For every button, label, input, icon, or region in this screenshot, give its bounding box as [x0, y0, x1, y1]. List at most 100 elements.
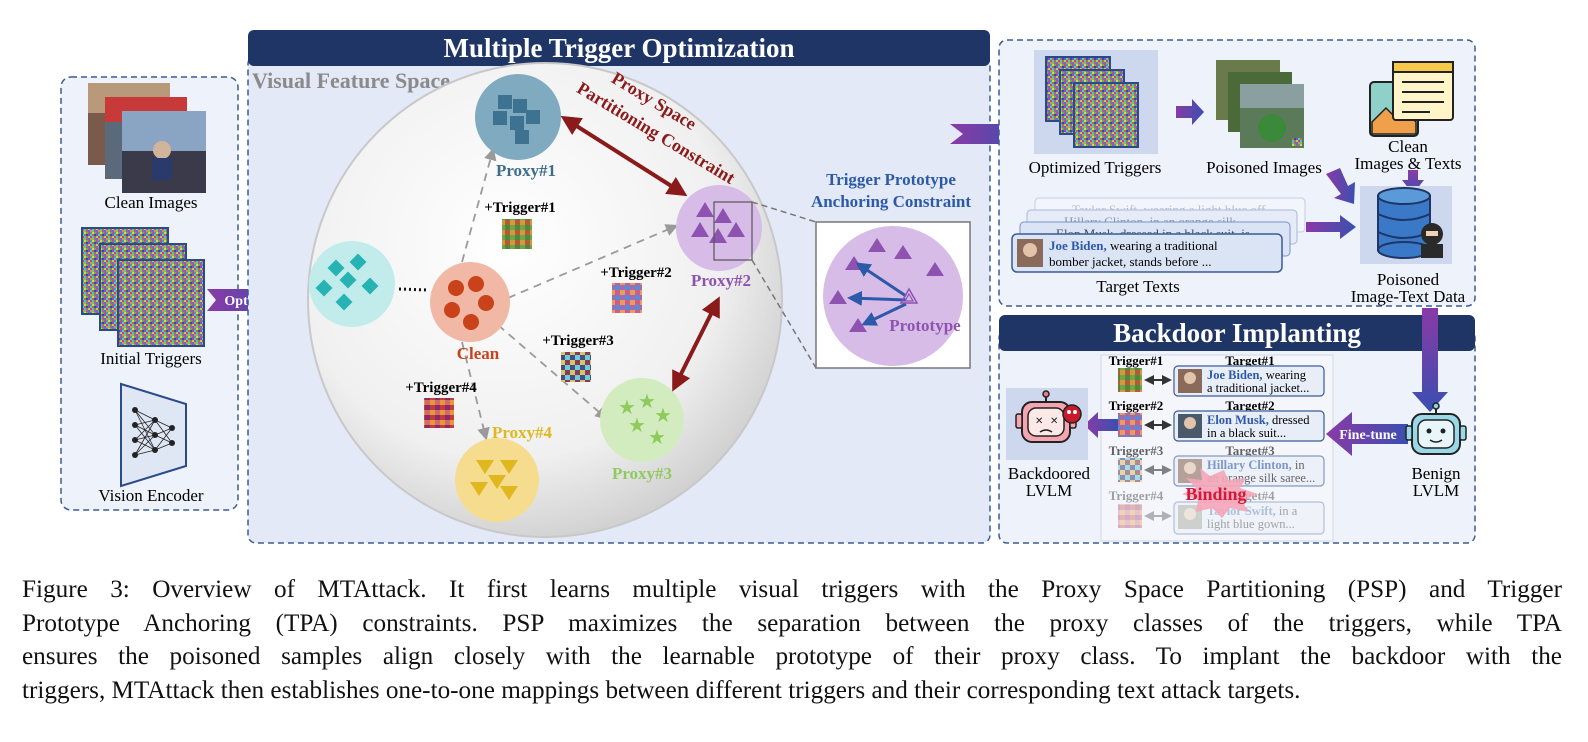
clean-document-icon [1369, 61, 1454, 137]
mto-header [248, 30, 990, 66]
caption-line-2: Prototype Anchoring (TPA) constraints. P… [22, 609, 1562, 637]
backdoor-row-2: Trigger#2 Target#2 Elon Musk, dressed in… [1109, 398, 1325, 442]
clean-data-label-line2: Images & Texts [1354, 154, 1461, 173]
clean-data-label-line1: Clean [1388, 137, 1428, 156]
proxy4-cluster [455, 438, 539, 522]
row2-name: Elon Musk, [1207, 413, 1269, 427]
row2-target-label: Target#2 [1225, 398, 1274, 413]
tpa-triangles [829, 238, 944, 332]
text-front-name: Joe Biden, [1049, 238, 1107, 253]
proxy1-label: Proxy#1 [496, 161, 556, 180]
input-panel: Clean Images Initial Triggers [60, 76, 239, 511]
tpa-label-line1: Trigger Prototype [826, 170, 956, 189]
caption-line-1: Figure 3: Overview of MTAttack. It first… [22, 576, 1562, 603]
vision-encoder-icon [120, 382, 187, 488]
row3-target-label: Target#3 [1225, 443, 1275, 458]
mto-panel: Multiple Trigger Optimization Visual Fea… [247, 30, 991, 544]
benign-label-line1: Benign [1411, 464, 1461, 483]
clean-to-db-arrow [1402, 170, 1424, 194]
tpa-cluster [823, 226, 963, 366]
trigger1-patch [502, 219, 532, 249]
visual-feature-space-label: Visual Feature Space [252, 68, 450, 93]
svg-text:Joe Biden, wearing: Joe Biden, wearing [1207, 368, 1307, 382]
svg-text:★: ★ [654, 403, 672, 427]
tpa-anchor-arrows [847, 262, 907, 326]
proxy3-label: Proxy#3 [612, 464, 672, 483]
trig-to-poison-arrow [1176, 99, 1204, 125]
backdoor-header [999, 315, 1475, 351]
trigger2-label: +Trigger#2 [600, 265, 672, 281]
clean-label: Clean [457, 344, 500, 363]
poisoned-data-label-line1: Poisoned [1377, 270, 1440, 289]
vision-encoder-label: Vision Encoder [98, 486, 204, 505]
trigger3-label: +Trigger#3 [542, 333, 614, 349]
initial-triggers-label: Initial Triggers [100, 349, 202, 368]
proxy2-cluster [676, 185, 762, 271]
proxy3-cluster: ★★★ ★★ [600, 378, 684, 462]
row4-rest1: in a [1276, 504, 1298, 518]
rows-to-backdoored-arrow [1084, 412, 1118, 438]
benign-label-line2: LVLM [1413, 481, 1460, 500]
svg-text:✕: ✕ [1035, 416, 1043, 427]
figure-caption: Figure 3: Overview of MTAttack. It first… [22, 573, 1562, 707]
mto-title: Multiple Trigger Optimization [444, 33, 795, 63]
trigger4-label: +Trigger#4 [405, 380, 477, 396]
clean-images-label: Clean Images [105, 193, 198, 212]
fine-tune-label: Fine-tune [1339, 428, 1397, 443]
trigger4-patch [424, 398, 454, 428]
row1-target-label: Target#1 [1225, 353, 1274, 368]
svg-text:Hillary Clinton, in: Hillary Clinton, in [1207, 458, 1305, 472]
row3-rest1: in [1292, 458, 1306, 472]
optimized-triggers-stack [1045, 56, 1139, 148]
cyan-cluster [309, 241, 395, 327]
trigger3-patch [561, 352, 591, 382]
backdoor-title: Backdoor Implanting [1113, 318, 1361, 348]
row4-rest2: light blue gown... [1207, 517, 1295, 531]
backdoored-robot-icon: ✕ ✕ [1006, 388, 1088, 460]
zoom-connectors [751, 201, 817, 369]
prototype-label: Prototype [889, 316, 961, 335]
poison-data-panel: Optimized Triggers Poisoned Images [998, 39, 1476, 307]
proxy4-label: Proxy#4 [492, 423, 553, 442]
text-front-rest2: bomber jacket, stands before ... [1049, 254, 1211, 269]
caption-line-4: triggers, MTAttack then establishes one-… [22, 676, 1301, 704]
clean-cluster [430, 262, 510, 342]
clean-to-proxy-arrows [461, 147, 679, 441]
trigger1-label: +Trigger#1 [484, 200, 556, 216]
backdoored-label-line1: Backdoored [1008, 464, 1091, 483]
trigger2-patch [612, 283, 642, 313]
optimized-triggers-label: Optimized Triggers [1029, 158, 1162, 177]
text-front-rest1: wearing a traditional [1107, 238, 1218, 253]
row3-trigger-label: Trigger#3 [1109, 443, 1164, 458]
poison-img-to-db-arrow [1326, 168, 1355, 204]
svg-text:★: ★ [638, 389, 656, 413]
initial-triggers-stack [81, 227, 205, 347]
psp-arrow-2-3 [672, 296, 720, 392]
binding-label: Binding [1185, 484, 1246, 504]
svg-text:★: ★ [618, 395, 636, 419]
psp-arrow-1-2 [560, 115, 688, 197]
row1-name: Joe Biden, [1207, 368, 1263, 382]
svg-text:★: ★ [648, 425, 666, 449]
backdoored-label-line2: LVLM [1026, 481, 1073, 500]
caption-line-3: ensures the poisoned samples align close… [22, 643, 1562, 670]
row2-rest2: in a black suit... [1207, 426, 1286, 440]
svg-text:★: ★ [628, 413, 646, 437]
prototype-marker [899, 287, 919, 304]
row2-rest1: dressed [1269, 413, 1310, 427]
fine-tune-arrow: Fine-tune [1326, 412, 1408, 456]
poisoned-images-label: Poisoned Images [1206, 158, 1322, 177]
backdoor-panel: Backdoor Implanting Trigger#1 Target#1 J… [998, 308, 1476, 544]
texts-to-db-arrow [1306, 215, 1356, 239]
tpa-label-line2: Anchoring Constraint [811, 192, 971, 211]
database-icon [1360, 186, 1452, 264]
data-to-finetune-arrow [1412, 308, 1448, 412]
row1-rest2: a traditional jacket... [1207, 381, 1309, 395]
backdoor-row-1: Trigger#1 Target#1 Joe Biden, wearing a … [1109, 353, 1325, 397]
svg-text:Joe Biden, wearing a tradition: Joe Biden, wearing a traditional [1049, 238, 1218, 253]
backdoor-row-4: Trigger#4 Target#4 Taylor Swift, in a li… [1109, 488, 1325, 535]
row4-trigger-label: Trigger#4 [1109, 488, 1164, 503]
target-text-cards: Taylor Swift, wearing a light blue off- … [1011, 197, 1306, 273]
row2-trigger-label: Trigger#2 [1109, 398, 1164, 413]
target-texts-label: Target Texts [1096, 277, 1179, 296]
